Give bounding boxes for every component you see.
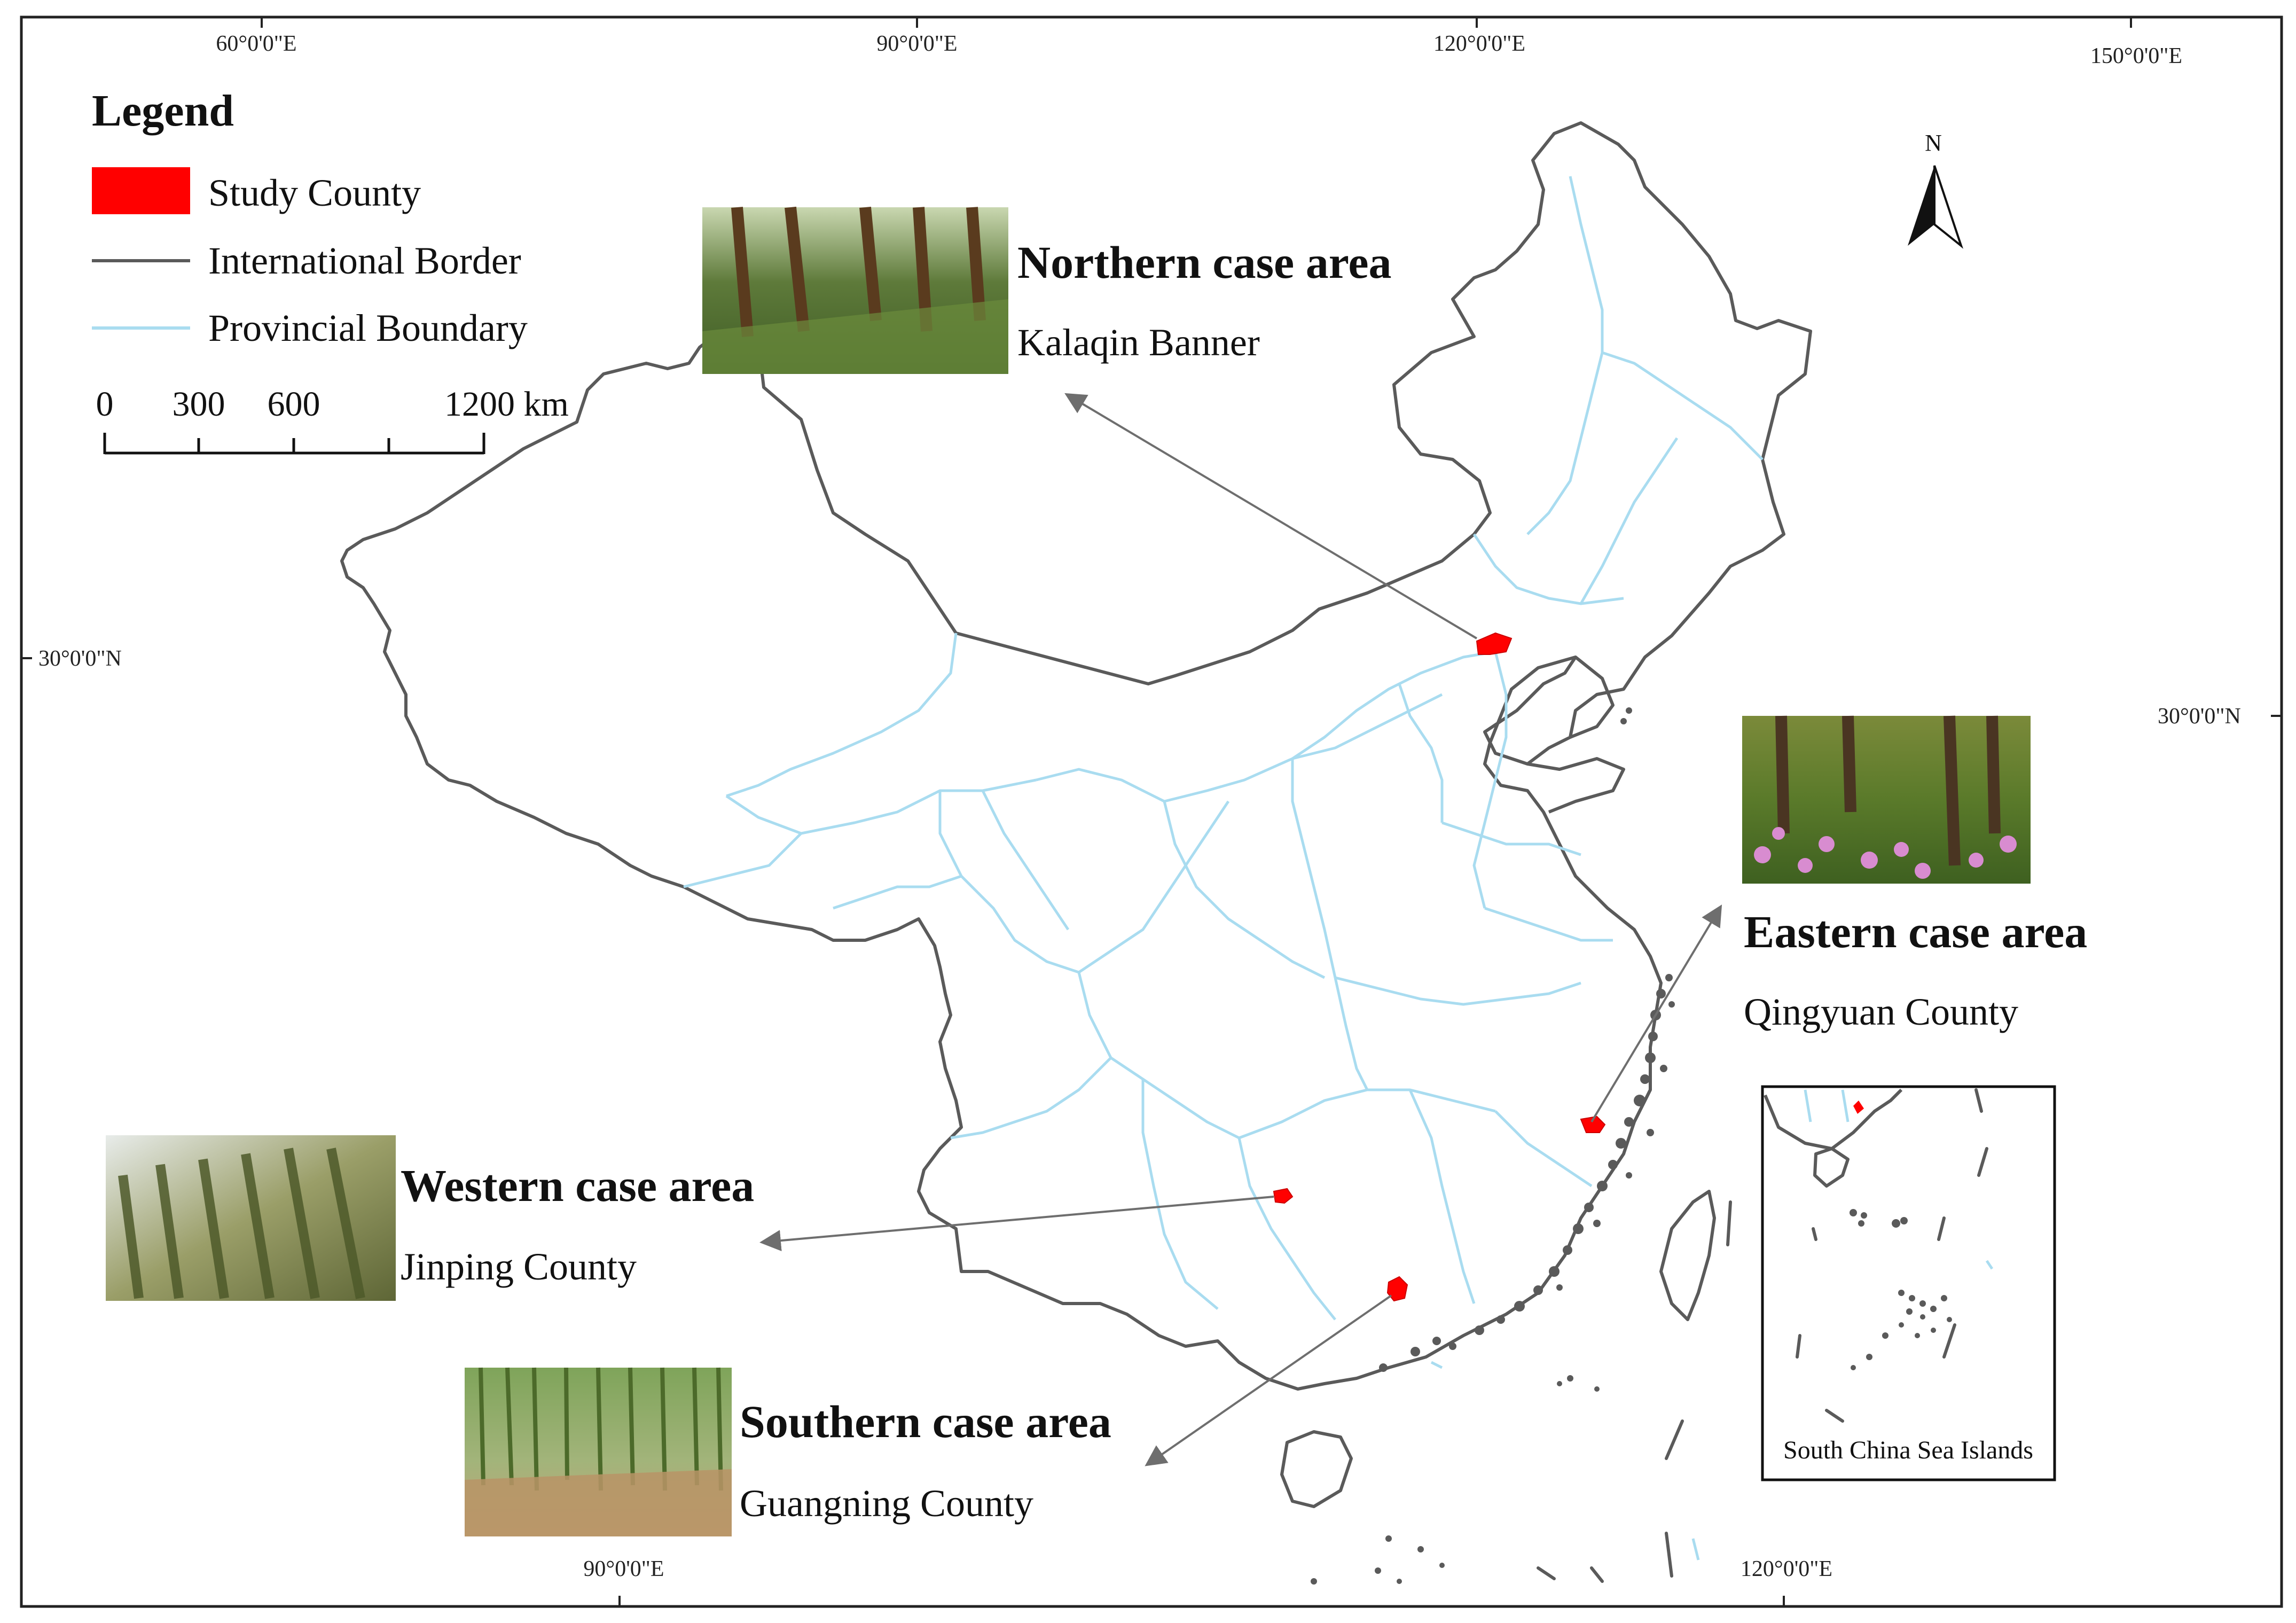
coord-right-30n: 30°0'0"N: [2158, 704, 2241, 729]
scale-tick-300: 300: [173, 385, 225, 424]
scale-tick-1200: 1200 km: [444, 385, 569, 424]
case-title-southern: Southern case area: [740, 1396, 1111, 1447]
coord-top-150e: 150°0'0"E: [2090, 44, 2182, 68]
study-county-jinping: [1273, 1188, 1294, 1204]
graticule-ticks: [21, 17, 2282, 1606]
case-county-western: Jinping County: [401, 1245, 637, 1288]
island-provincial-marks: [1430, 1361, 1700, 1560]
coord-top-120e: 120°0'0"E: [1433, 32, 1525, 56]
study-county-guangning: [1386, 1276, 1408, 1302]
case-title-western: Western case area: [401, 1160, 754, 1211]
case-leader-arrows: [759, 393, 1722, 1466]
legend-study-county-swatch: [92, 167, 190, 214]
north-arrow-label: N: [1925, 130, 1942, 156]
photo-western-crop-rows: [106, 1135, 396, 1301]
coord-top-60e: 60°0'0"E: [216, 32, 296, 56]
hainan-island: [1280, 1430, 1353, 1508]
legend-international-border-label: International Border: [208, 239, 521, 282]
photo-southern-bamboo-grove: [465, 1367, 732, 1536]
study-counties: [1273, 632, 1606, 1302]
arrow-southern: [1145, 1294, 1392, 1466]
coastline-shandong: [1527, 757, 1625, 814]
legend-title: Legend: [92, 86, 234, 136]
inset-label: South China Sea Islands: [1783, 1436, 2033, 1464]
inset-nine-dash: [1796, 1088, 1988, 1423]
inset-hainan: [1813, 1147, 1850, 1188]
coord-bottom-90e: 90°0'0"E: [583, 1557, 664, 1581]
study-county-kalaqin: [1476, 632, 1513, 655]
inset-blue-mark: [1985, 1260, 1994, 1270]
coord-top-90e: 90°0'0"E: [876, 32, 957, 56]
scale-bar: 0 300 600 1200 km: [96, 385, 569, 455]
arrow-eastern: [1590, 904, 1722, 1123]
photo-eastern-orchid-forest: [1742, 715, 2031, 884]
arrow-northern: [1064, 393, 1478, 639]
inset-islands: [1850, 1209, 1952, 1370]
legend: Legend Study County International Border…: [92, 86, 528, 349]
case-area-western: Western case area Jinping County: [106, 1135, 754, 1301]
inset-south-china-sea: South China Sea Islands: [1761, 1085, 2056, 1481]
international-border-mainland: [340, 121, 1812, 1391]
scale-tick-600: 600: [268, 385, 320, 424]
north-arrow: N: [1908, 130, 1964, 249]
coord-left-30n: 30°0'0"N: [38, 646, 122, 671]
inset-study-county: [1853, 1101, 1864, 1114]
coord-bottom-120e: 120°0'0"E: [1741, 1557, 1832, 1581]
legend-provincial-boundary-label: Provincial Boundary: [208, 307, 528, 349]
legend-study-county-label: Study County: [208, 171, 421, 214]
coastline-bohai: [1569, 656, 1615, 739]
case-title-northern: Northern case area: [1017, 237, 1392, 288]
taiwan-island: [1659, 1190, 1716, 1321]
provincial-boundaries: [683, 176, 1764, 1321]
photo-northern-pine-forest: [702, 206, 1008, 374]
case-area-southern: Southern case area Guangning County: [465, 1367, 1111, 1536]
arrow-western: [759, 1196, 1274, 1252]
scale-tick-0: 0: [96, 385, 114, 424]
nine-dash-segments: [1537, 1200, 1732, 1583]
inset-coastline: [1764, 1088, 1903, 1150]
case-county-eastern: Qingyuan County: [1744, 990, 2018, 1033]
north-arrow-left-half: [1908, 166, 1934, 246]
inset-provincial-lines: [1804, 1089, 1850, 1122]
north-arrow-right-half: [1933, 165, 1964, 249]
case-county-northern: Kalaqin Banner: [1017, 321, 1260, 364]
case-county-southern: Guangning County: [740, 1482, 1033, 1525]
inset-frame: [1761, 1085, 2056, 1481]
case-area-eastern: Eastern case area Qingyuan County: [1742, 715, 2087, 1033]
case-area-northern: Northern case area Kalaqin Banner: [702, 206, 1392, 374]
case-title-eastern: Eastern case area: [1744, 906, 2087, 957]
